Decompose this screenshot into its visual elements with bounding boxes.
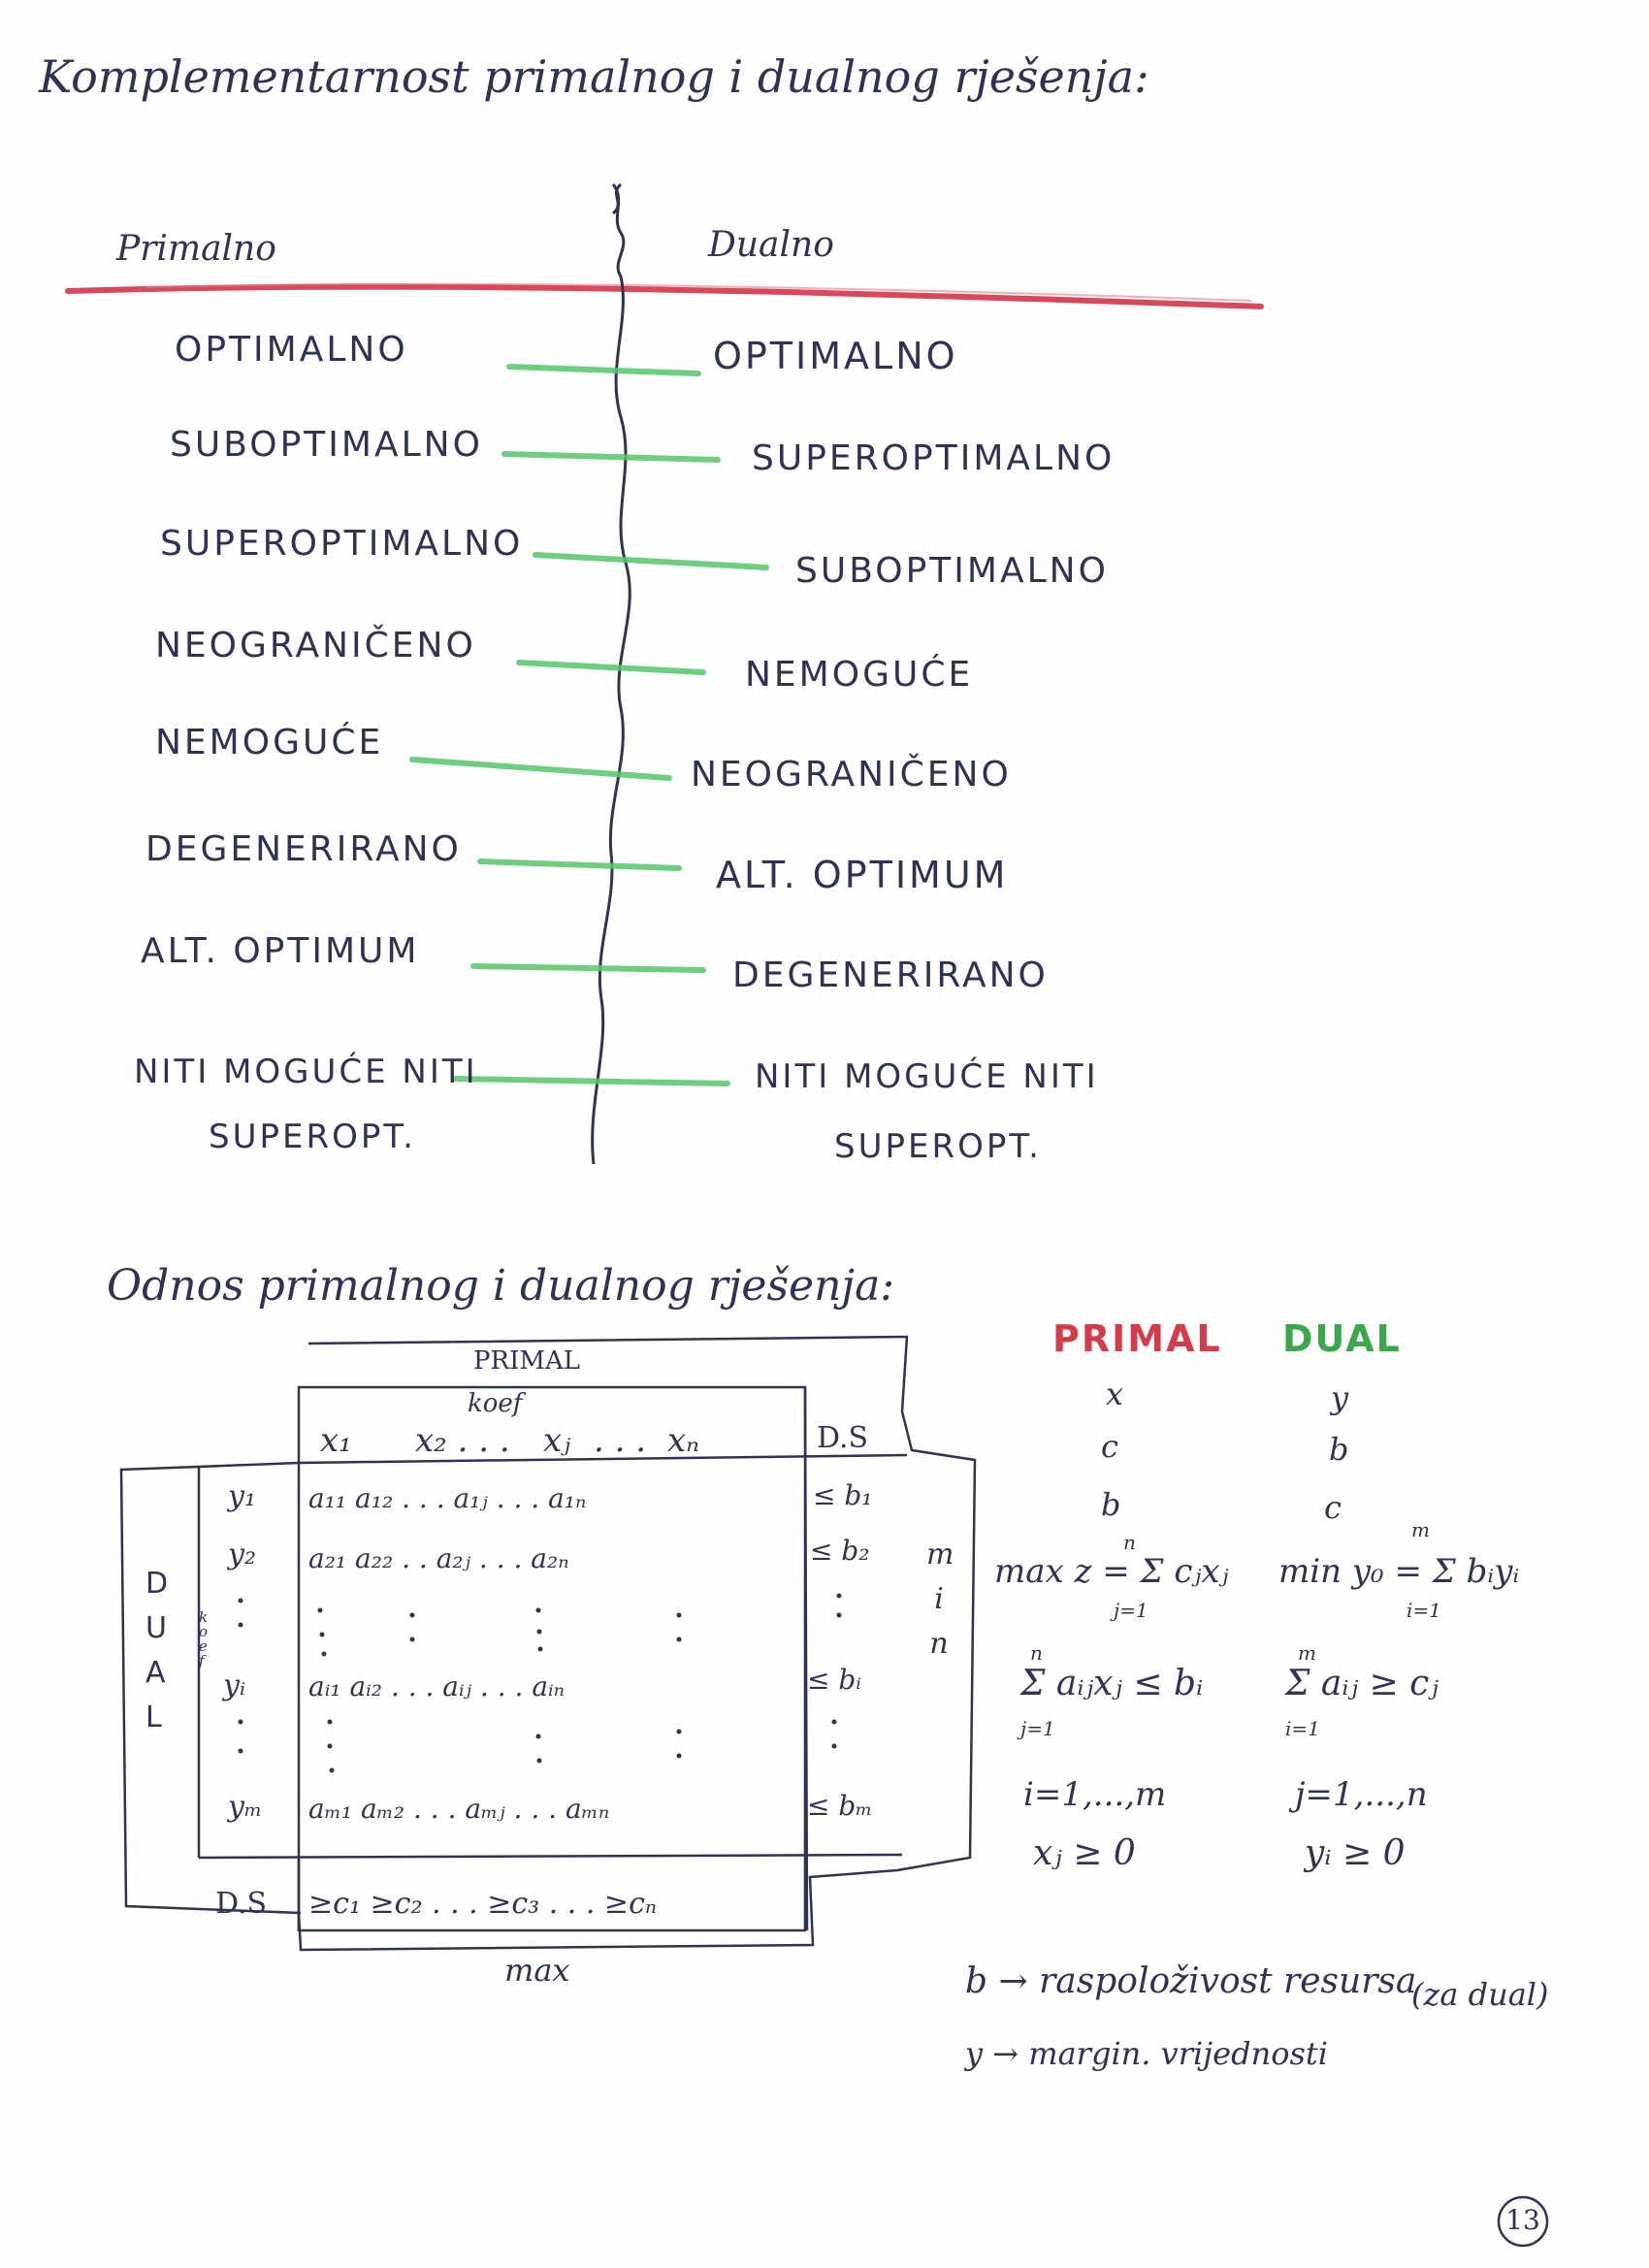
dual-objective-lower: i=1 [1406,1599,1441,1622]
section1-title: Komplementarnost primalnog i dualnog rje… [39,50,1149,103]
note-for-dual: (za dual) [1411,1976,1549,2013]
table-row-yi: yᵢ [223,1669,245,1702]
note-resources: b → raspoloživost resursa [965,1961,1417,2001]
primal-objective-upper: n [1123,1531,1136,1554]
dual-state-1: OPTIMALNO [713,335,958,377]
dual-objective-upper: m [1411,1518,1430,1541]
table-rhs-bi: ≤ bᵢ [807,1664,861,1696]
table-row-ym: yₘ [228,1790,263,1824]
dual-state-6: ALT. OPTIMUM [716,854,1009,896]
table-col-x2: x₂ . . . [415,1421,510,1460]
dual-index-range: j=1,...,n [1295,1775,1428,1814]
primal-state-6: DEGENERIRANO [146,829,462,869]
comparison-dual-item-2: b [1329,1431,1349,1468]
table-rhs-b1: ≤ b₁ [813,1479,873,1511]
comparison-dual-heading: DUAL [1282,1317,1402,1360]
table-koef-vertical: koef [199,1610,212,1669]
primal-state-8: NITI MOGUĆE NITI [134,1053,478,1091]
dual-constraint: Σ aᵢⱼ ≥ cⱼ [1285,1664,1439,1703]
dual-state-2: SUPEROPTIMALNO [752,438,1116,478]
primal-state-8-line2: SUPEROPT. [209,1118,416,1156]
primal-constraint: Σ aᵢⱼxⱼ ≤ bᵢ [1020,1664,1204,1703]
table-rhs-b2: ≤ b₂ [810,1535,870,1567]
dual-state-8: NITI MOGUĆE NITI [755,1057,1099,1096]
comparison-primal-item-2: c [1101,1428,1118,1465]
table-row-y1: y₁ [228,1479,256,1513]
primal-objective-lower: j=1 [1114,1599,1148,1622]
table-ds-bottom: D.S [215,1887,268,1921]
comparison-primal-heading: PRIMAL [1052,1317,1222,1360]
table-min-label: min [926,1533,954,1667]
divider-line [591,183,631,1165]
comparison-dual-item-3: c [1324,1489,1342,1526]
dual-state-4: NEMOGUĆE [745,655,974,695]
primal-state-7: ALT. OPTIMUM [141,931,420,971]
table-dual-label: DUAL [146,1562,175,1740]
green-connectors [409,364,769,1086]
comparison-primal-item-1: x [1106,1376,1124,1412]
column-header-dual: Dualno [708,225,834,265]
table-row1-cells: a₁₁ a₁₂ . . . a₁ⱼ . . . a₁ₙ [308,1482,587,1514]
table-dual-label-text: DUAL [146,1567,169,1734]
primal-nonnegativity: xⱼ ≥ 0 [1033,1833,1136,1873]
dual-state-8-line2: SUPEROPT. [834,1127,1042,1166]
table-rowi-cells: aᵢ₁ aᵢ₂ . . . aᵢⱼ . . . aᵢₙ [308,1670,566,1702]
table-rowm-cells: aₘ₁ aₘ₂ . . . aₘⱼ . . . aₘₙ [308,1793,610,1825]
table-max-label: max [504,1952,570,1989]
comparison-dual-item-1: y [1331,1379,1349,1416]
table-row-y2: y₂ [228,1538,256,1571]
table-koef-vertical-text: koef [199,1608,209,1669]
table-col-x1: x₁ [320,1421,352,1460]
table-col-xn: xₙ [667,1421,699,1460]
table-row2-cells: a₂₁ a₂₂ . . a₂ⱼ . . . a₂ₙ [308,1542,569,1574]
dual-nonnegativity: yᵢ ≥ 0 [1305,1833,1406,1873]
header-rule [65,283,1264,309]
primal-objective: max z = Σ cⱼxⱼ [994,1552,1229,1591]
primal-state-2: SUBOPTIMALNO [170,425,483,465]
comparison-primal-item-3: b [1101,1486,1121,1523]
table-primal-label: PRIMAL [473,1346,581,1376]
dual-state-5: NEOGRANIČENO [691,755,1012,794]
column-header-primal: Primalno [116,229,276,269]
note-marginal-values: y → margin. vrijednosti [965,2035,1328,2072]
table-col-dots: . . . [594,1421,647,1460]
dual-objective: min y₀ = Σ bᵢyᵢ [1278,1552,1520,1591]
primal-constraint-lower: j=1 [1020,1717,1055,1740]
table-min-label-text: min [926,1538,954,1661]
primal-state-3: SUPEROPTIMALNO [160,524,524,564]
table-ds-top: D.S [817,1421,869,1455]
primal-state-5: NEMOGUĆE [155,723,384,762]
table-col-xj: xⱼ [543,1421,571,1460]
table-rhs-bm: ≤ bₘ [807,1790,873,1822]
dual-state-3: SUBOPTIMALNO [795,551,1109,591]
dual-state-7: DEGENERIRANO [732,956,1049,995]
table-bottom-row: ≥c₁ ≥c₂ . . . ≥c₃ . . . ≥cₙ [308,1887,658,1921]
primal-state-1: OPTIMALNO [175,330,408,370]
page-number: 13 [1505,2204,1540,2236]
section2-title: Odnos primalnog i dualnog rješenja: [107,1261,895,1311]
primal-state-4: NEOGRANIČENO [155,626,476,665]
dual-constraint-lower: i=1 [1285,1717,1320,1740]
primal-constraint-upper: n [1030,1641,1043,1665]
table-koef-label: koef [468,1389,523,1418]
primal-index-range: i=1,...,m [1023,1775,1167,1814]
dual-constraint-upper: m [1298,1641,1316,1665]
